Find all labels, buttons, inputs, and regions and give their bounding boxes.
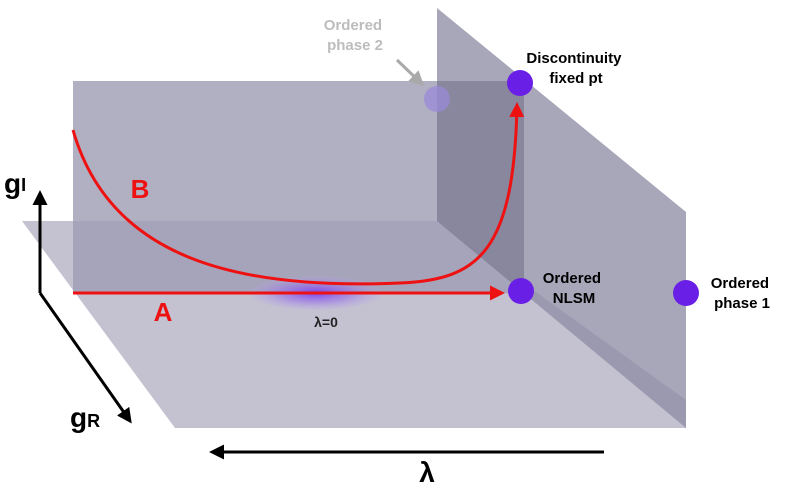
plane-overlap [437, 81, 524, 293]
ordered-nlsm-point [508, 278, 534, 304]
path-b-label: B [131, 174, 150, 204]
back-vertical-plane [73, 81, 524, 293]
path-b-curve [71, 102, 525, 286]
lambda-zero-label: λ=0 [314, 314, 338, 330]
ordered-phase-1-label: Ordered phase 1 [711, 275, 774, 312]
path-a-label: A [154, 297, 173, 327]
ordered-phase-1-point [673, 280, 699, 306]
ordered-phase-2-pointer [395, 58, 425, 87]
discontinuity-label: Discontinuity fixed pt [526, 50, 625, 87]
g-r-axis-arrow [38, 292, 132, 424]
lambda-axis-label: λ [419, 457, 435, 488]
ordered-phase-2-label: Ordered phase 2 [324, 17, 387, 54]
ordered-nlsm-label: Ordered NLSM [543, 270, 606, 307]
g-i-axis-label: gI [4, 168, 26, 199]
g-r-axis-label: gR [70, 402, 100, 433]
discontinuity-fixed-point [507, 70, 533, 96]
ordered-phase-2-point [424, 86, 450, 112]
